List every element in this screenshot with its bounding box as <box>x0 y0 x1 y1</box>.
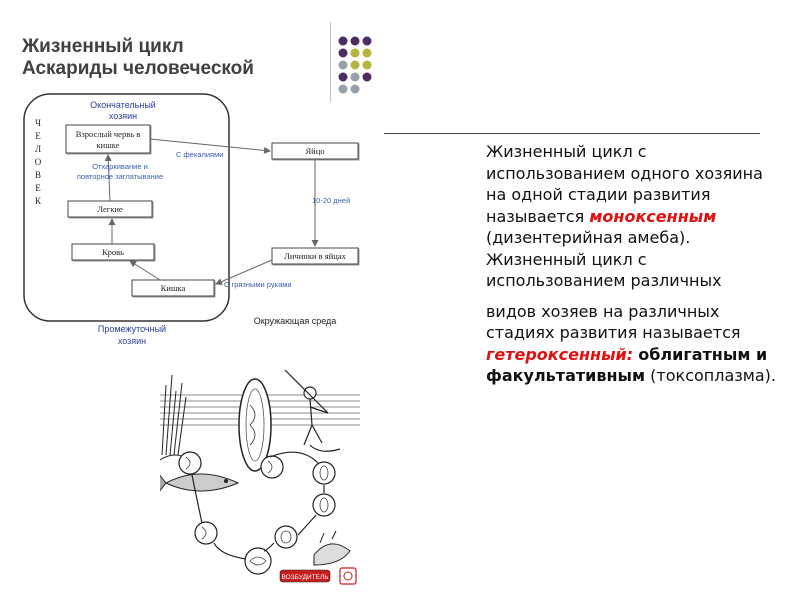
slide-title-line1: Жизненный цикл <box>22 36 184 57</box>
human-letter: Ч <box>35 118 41 128</box>
dot <box>350 60 360 70</box>
dot <box>362 48 372 58</box>
dot <box>362 72 372 82</box>
p2-before: видов хозяев на различных стадиях развит… <box>486 301 741 343</box>
description-paragraph-1: Жизненный цикл с использованием одного х… <box>486 141 786 292</box>
stamp-label: ВОЗБУДИТЕЛЬ <box>282 574 329 581</box>
fisherman-drawing <box>284 369 341 452</box>
arrow-worm-to-egg <box>149 138 271 154</box>
label-environment: Окружающая среда <box>254 316 337 326</box>
stage-circle <box>274 525 298 549</box>
stamp-badge: ВОЗБУДИТЕЛЬ <box>279 569 331 583</box>
adult-worm-drawing <box>238 378 272 472</box>
box-adult-worm-line1: Взрослый червь в <box>76 129 140 139</box>
box-intestine: Кишка <box>131 279 215 297</box>
life-cycle-diagram: Окончательный хозяин Промежуточный хозяи… <box>23 93 359 346</box>
box-adult-worm-line2: кишке <box>97 140 120 150</box>
box-egg: Яйцо <box>271 142 359 160</box>
p1-before: Жизненный цикл с использованием одного х… <box>486 142 763 226</box>
dot <box>338 36 348 46</box>
term-monoxenous: моноксенным <box>589 206 717 226</box>
stage-circle <box>312 461 336 485</box>
dot <box>350 84 360 94</box>
intermediate-host-line1: Промежуточный <box>98 324 166 334</box>
term-heteroxenous: гетероксенный: <box>486 344 634 364</box>
decorative-vertical-line <box>330 22 331 102</box>
box-blood: Кровь <box>71 243 155 261</box>
description-paragraph-2: видов хозяев на различных стадиях развит… <box>486 301 786 387</box>
info-icon[interactable] <box>339 567 357 585</box>
fish-drawing <box>160 473 240 492</box>
box-egg-label: Яйцо <box>305 146 324 156</box>
box-larvae-label: Личинки в яйцах <box>284 251 346 261</box>
label-with-feces: С фекалиями <box>176 150 223 159</box>
human-letter: К <box>35 196 42 206</box>
human-letter: О <box>35 157 42 167</box>
slide-title: Жизненный цикл Аскариды человеческой <box>22 36 254 80</box>
snail-drawing <box>313 530 351 566</box>
human-letter: В <box>35 170 41 180</box>
life-cycle-illustration: ВОЗБУДИТЕЛЬ <box>160 369 360 585</box>
term-obligate-facultative: облигатным и факультативным <box>486 344 768 386</box>
arrow-larvae-to-intestine <box>215 259 273 285</box>
label-expectoration-line2: повторное заглатывание <box>77 172 163 181</box>
dot <box>350 36 360 46</box>
p1-after: (дизентерийная амеба). Жизненный цикл с … <box>486 228 722 290</box>
box-adult-worm: Взрослый червь в кишке <box>65 124 151 154</box>
dot <box>338 48 348 58</box>
box-lungs-label: Легкие <box>97 204 123 214</box>
dot <box>338 60 348 70</box>
slide-title-line2: Аскариды человеческой <box>22 58 254 79</box>
box-larvae-in-eggs: Личинки в яйцах <box>271 247 359 265</box>
dot <box>350 48 360 58</box>
dot <box>338 72 348 82</box>
box-lungs: Легкие <box>67 200 153 218</box>
intermediate-host-line2: хозяин <box>118 336 146 346</box>
host-frame <box>23 93 230 322</box>
stage-circle <box>244 547 272 575</box>
arrow-intestine-to-blood <box>129 260 161 281</box>
dot <box>362 36 372 46</box>
arrow-lungs-to-worm <box>104 154 112 202</box>
p2-after: (токсоплазма). <box>650 366 776 385</box>
description-text: Жизненный цикл с использованием одного х… <box>486 141 786 387</box>
human-letter: Е <box>35 131 41 141</box>
stage-circle <box>312 493 336 517</box>
label-dirty-hands: С грязными руками <box>224 280 292 289</box>
dot <box>350 72 360 82</box>
decorative-horizontal-line <box>384 133 760 134</box>
label-expectoration-line1: Отхаркивание и <box>92 162 148 171</box>
box-intestine-label: Кишка <box>161 283 186 293</box>
definitive-host-line1: Окончательный <box>90 100 156 110</box>
label-days: 10-20 дней <box>312 196 350 205</box>
decorative-dots <box>338 36 372 94</box>
human-letter: Л <box>35 144 41 154</box>
dot <box>338 84 348 94</box>
box-blood-label: Кровь <box>102 247 124 257</box>
dot <box>362 60 372 70</box>
human-letter: Е <box>35 183 41 193</box>
definitive-host-line2: хозяин <box>109 111 137 121</box>
reeds-drawing <box>160 374 191 461</box>
